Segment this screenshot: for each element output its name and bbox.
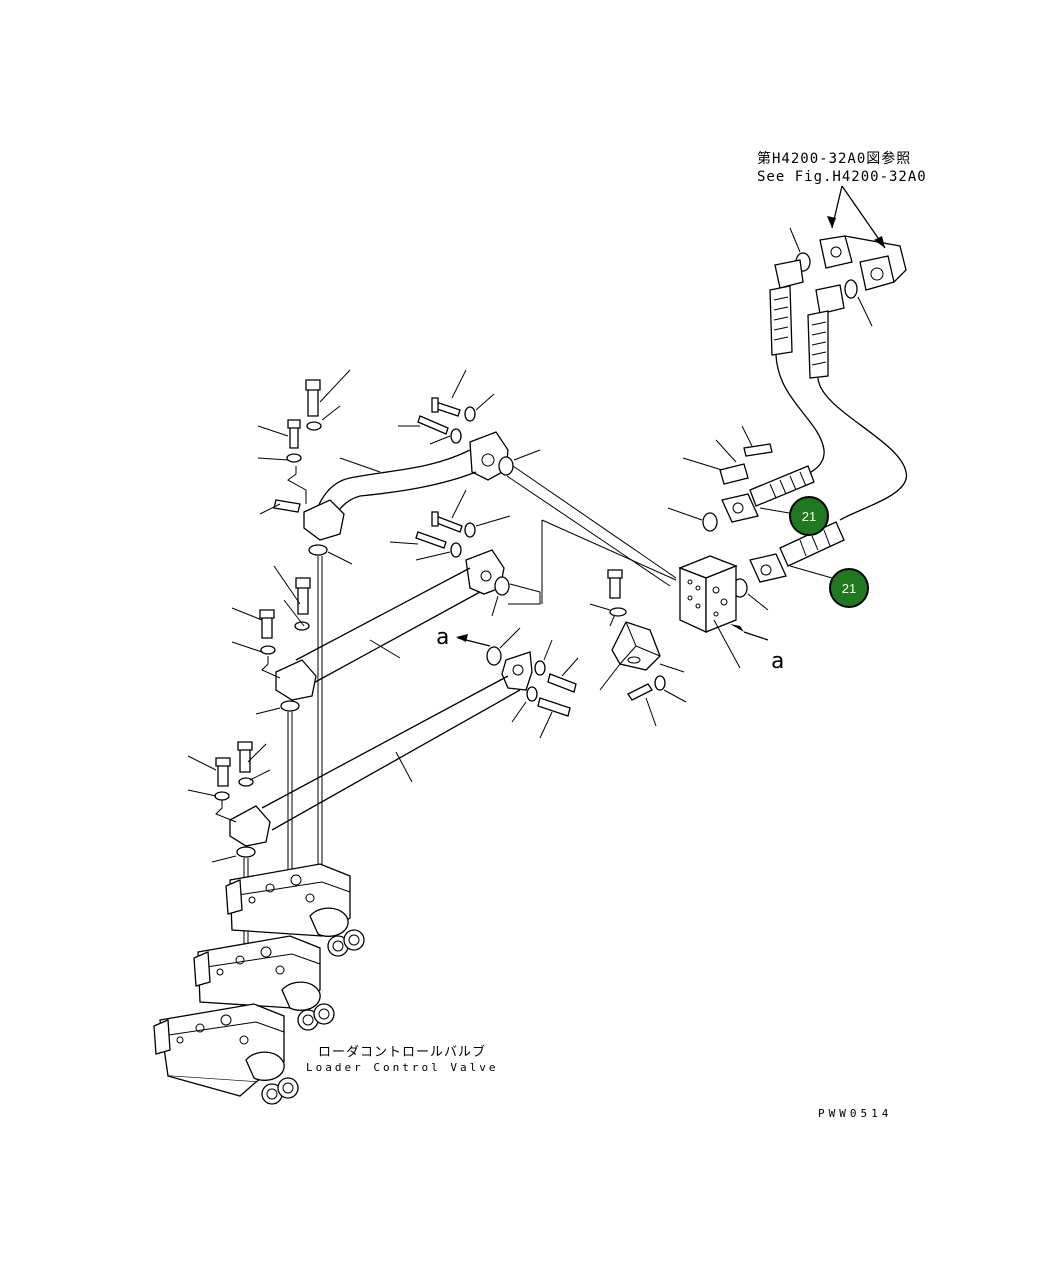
- pipe-middle: [275, 519, 677, 701]
- callout-leader-1: [759, 507, 796, 515]
- valve-label-en: Loader Control Valve: [306, 1061, 498, 1074]
- valve-label-jp: ローダコントロールバルブ: [318, 1044, 486, 1060]
- view-marker-a-left: a: [436, 625, 449, 650]
- pipe-lower: [229, 639, 579, 847]
- bracket-bolt-bottom: [627, 675, 687, 727]
- callout-badge-21-upper[interactable]: 21: [789, 496, 829, 536]
- pipe-lower-bolts: [187, 741, 271, 823]
- mounting-bracket: [599, 611, 685, 691]
- gasket-3: [236, 846, 256, 858]
- o-ring-middle: [486, 646, 502, 666]
- hose-right: [807, 284, 907, 521]
- pipe-upper-bolts: [257, 369, 495, 515]
- view-marker-a-right: a: [771, 649, 784, 674]
- hose-left: [769, 259, 825, 481]
- pipe-upper: [303, 431, 677, 587]
- gasket-1: [308, 544, 328, 556]
- drawing-code: PWW0514: [818, 1107, 892, 1120]
- pipe-middle-bolts: [231, 489, 511, 679]
- gasket-2: [280, 700, 300, 712]
- callout-leader-2: [789, 565, 833, 579]
- bracket-bolt-top: [589, 569, 627, 617]
- reference-note-en: See Fig.H4200-32A0: [757, 169, 927, 185]
- callout-number: 21: [802, 509, 816, 524]
- upper-right-flanges: [789, 227, 907, 327]
- loader-control-valve: [153, 863, 365, 1105]
- reference-note-jp: 第H4200-32A0図参照: [757, 150, 911, 167]
- hose-fitting-upper: [667, 425, 815, 532]
- hose-fitting-lower: [732, 521, 845, 611]
- manifold-block: [678, 555, 769, 669]
- view-arrow-a-head: [456, 634, 468, 642]
- callout-number: 21: [842, 581, 856, 596]
- callout-badge-21-lower[interactable]: 21: [829, 568, 869, 608]
